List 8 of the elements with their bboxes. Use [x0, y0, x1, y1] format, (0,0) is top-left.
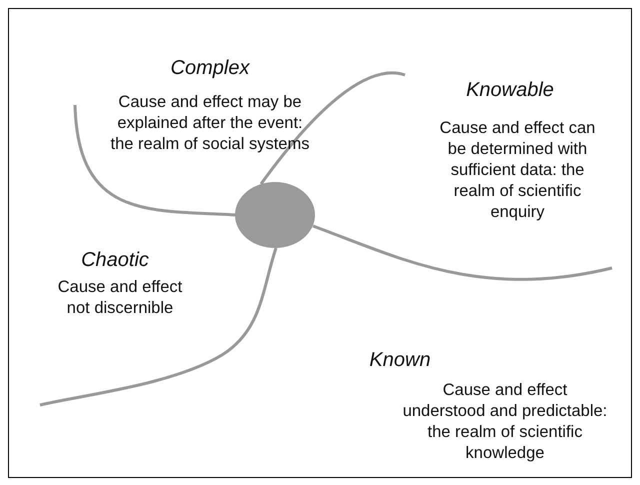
domain-description: Cause and effect may be explained after the event: the realm of social systems: [110, 92, 310, 155]
domain-heading: Knowable: [465, 80, 555, 101]
domain-heading: Chaotic: [80, 250, 150, 271]
domain-description: Cause and effect can be determined with sufficient data: the realm of scientific enquiry: [438, 118, 596, 223]
domain-heading: Known: [368, 350, 432, 371]
domain-description: Cause and effect not discernible: [56, 277, 184, 319]
domain-heading: Complex: [170, 58, 251, 79]
domain-description: Cause and effect understood and predictable: the realm of scientific knowledge: [402, 380, 608, 464]
